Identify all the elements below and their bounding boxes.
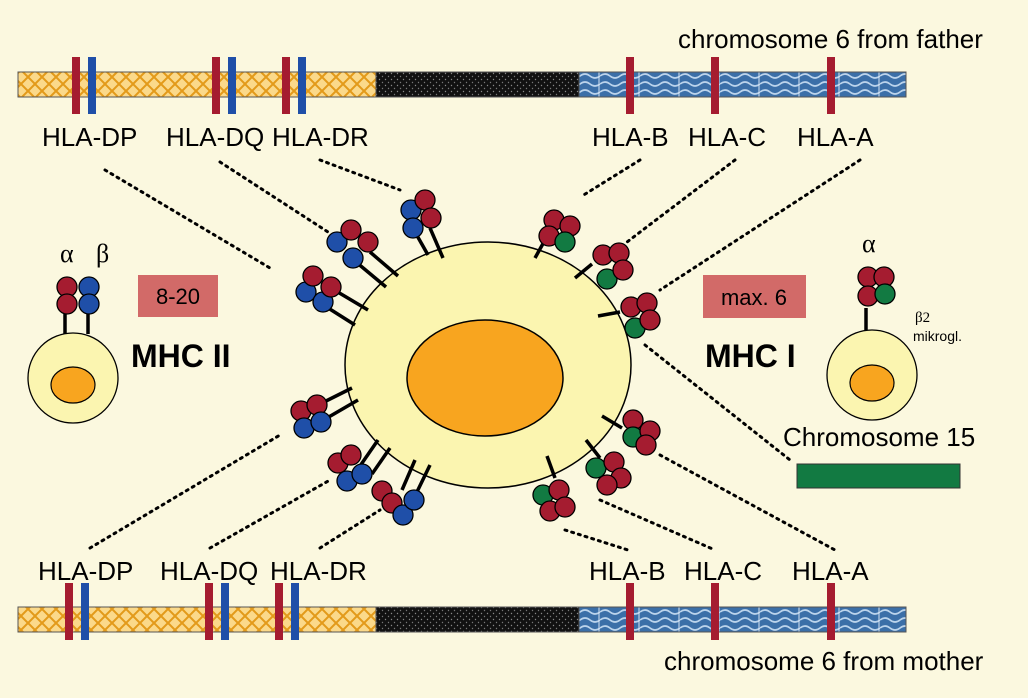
hla-dp-alpha-marker-father [72,57,80,114]
mhc1-molecules-on-cell [532,209,661,522]
central-cell [344,241,632,489]
hla-c-marker-father [711,57,719,114]
hla-dr-alpha-marker-father [282,57,290,114]
father-chromosome-label: chromosome 6 from father [678,24,983,54]
chromosome15-bar [796,463,961,489]
hla-a-label-bottom: HLA-A [792,556,869,586]
cell-nucleus [406,319,564,437]
hla-c-label-top: HLA-C [688,122,766,152]
hla-dr-label-bottom: HLA-DR [270,556,367,586]
hla-b-marker-mother [626,583,634,640]
hla-a-marker-father [827,57,835,114]
hla-dr-beta-marker-father [298,57,306,114]
mhc2-example-cell [27,276,119,424]
mhc2-alpha-label: α [60,239,74,268]
mother-chromosome-label: chromosome 6 from mother [664,646,984,676]
mhc1-alpha-label: α [862,229,876,258]
mhc2-count-box [138,275,218,317]
mhc2-count: 8-20 [156,284,200,309]
mhc2-molecules-on-cell [290,189,445,526]
hla-dr-beta-marker-mother [291,583,299,640]
hla-dp-label-bottom: HLA-DP [38,556,133,586]
chromosome-father [17,57,907,114]
hla-dq-alpha-marker-father [212,57,220,114]
hla-dq-label-top: HLA-DQ [166,122,264,152]
mhc1-microglobulin-label: mikrogl. [913,328,962,344]
hla-dq-alpha-marker-mother [205,583,213,640]
hla-dp-alpha-marker-mother [65,583,73,640]
hla-b-label-top: HLA-B [592,122,669,152]
hla-dq-beta-marker-father [228,57,236,114]
hla-a-label-top: HLA-A [797,122,874,152]
mhc2-title: MHC II [131,338,231,374]
mhc1-count-box [703,275,806,318]
hla-dq-label-bottom: HLA-DQ [160,556,258,586]
hla-b-marker-father [626,57,634,114]
mhc1-count: max. 6 [721,285,787,310]
chromosome15-label: Chromosome 15 [783,422,975,452]
hla-c-marker-mother [711,583,719,640]
mhc1-example-cell [826,266,918,421]
hla-dp-beta-marker-mother [81,583,89,640]
hla-dr-alpha-marker-mother [275,583,283,640]
mhc1-title: MHC I [705,338,796,374]
hla-a-marker-mother [827,583,835,640]
chromosome-mother [17,583,907,640]
hla-dp-label-top: HLA-DP [42,122,137,152]
hla-b-label-bottom: HLA-B [589,556,666,586]
hla-dq-beta-marker-mother [221,583,229,640]
mhc1-beta2-label: β2 [915,310,930,326]
hla-c-label-bottom: HLA-C [684,556,762,586]
hla-dp-beta-marker-father [88,57,96,114]
connector-lines [88,158,862,552]
hla-dr-label-top: HLA-DR [272,122,369,152]
mhc2-beta-label: β [96,239,109,268]
